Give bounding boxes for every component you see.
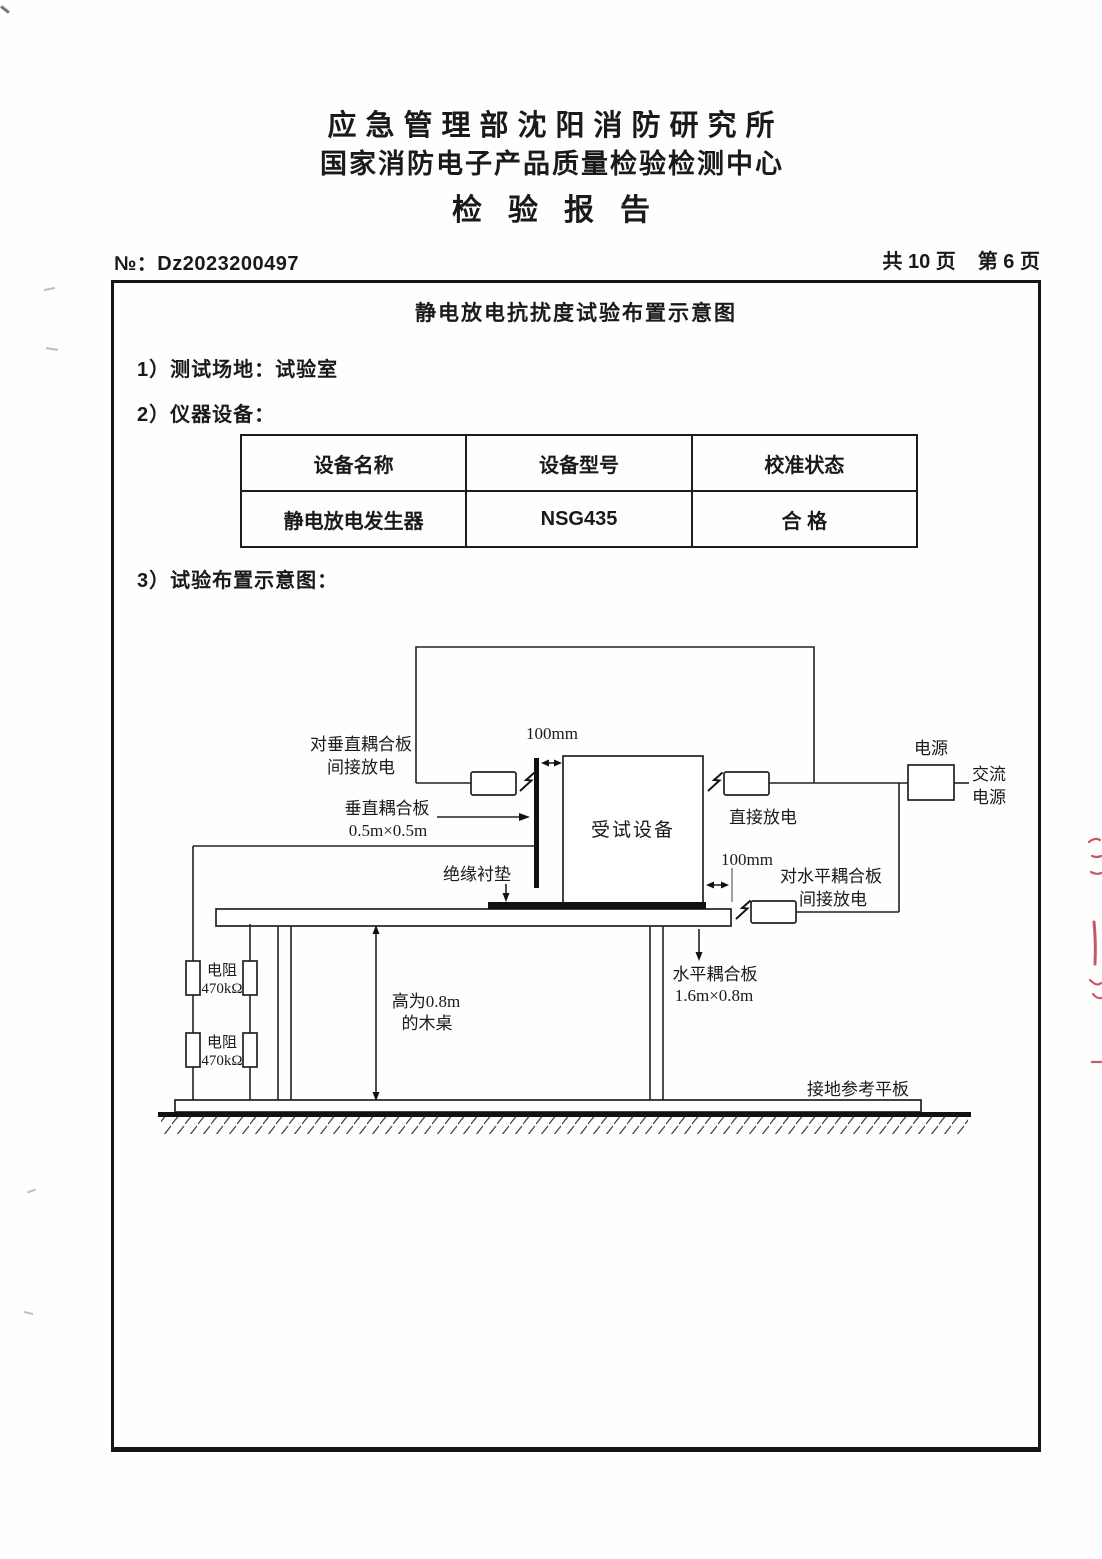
- resistor-name-label: 电阻: [207, 1034, 237, 1051]
- document-number-value: Dz2023200497: [157, 253, 299, 275]
- test-setup-diagram: 受试设备: [158, 646, 1006, 1134]
- table-height-label-2: 的木桌: [402, 1014, 453, 1033]
- resistor: [185, 960, 201, 996]
- hcp-label-1: 水平耦合板: [673, 965, 758, 984]
- scan-artifact: [43, 286, 56, 292]
- equipment-table: 设备名称 设备型号 校准状态 静电放电发生器 NSG435 合 格: [239, 434, 919, 548]
- ground-hatching: [161, 1117, 968, 1134]
- equipment-table-row: 静电放电发生器 NSG435 合 格: [239, 490, 919, 548]
- header-device-model: 设备型号: [465, 434, 693, 492]
- vertical-coupling-plate: [534, 758, 539, 888]
- item-equipment: 2）仪器设备：: [137, 404, 276, 426]
- resistor-value-label: 470kΩ: [201, 1053, 242, 1069]
- resistor: [185, 1032, 201, 1068]
- organization-name: 应急管理部沈阳消防研究所: [327, 110, 784, 142]
- discharge-bolt-icon: [735, 900, 751, 920]
- table-height-label-1: 高为0.8m: [392, 992, 460, 1011]
- discharge-loop-wire: [415, 646, 815, 783]
- hcp-indirect-label-2: 间接放电: [799, 890, 867, 909]
- eut-box: [562, 755, 704, 904]
- header-calibration-status: 校准状态: [690, 434, 919, 492]
- vcp-indirect-label-2: 间接放电: [327, 758, 395, 777]
- page-current: 第 6 页: [977, 251, 1040, 273]
- item-test-site: 1）测试场地：试验室: [137, 359, 339, 381]
- esd-gun-horizontal-coupling: [750, 900, 797, 924]
- gap-top-label: 100mm: [526, 724, 578, 743]
- scan-artifact: [0, 5, 10, 14]
- discharge-bolt-icon: [519, 772, 535, 792]
- resistor-name-label: 电阻: [207, 962, 237, 979]
- item-layout-diagram: 3）试验布置示意图：: [137, 570, 339, 592]
- resistor-value-label: 470kΩ: [201, 981, 242, 997]
- header-device-name: 设备名称: [239, 434, 468, 492]
- hcp-label-2: 1.6m×0.8m: [675, 986, 754, 1005]
- cell-device-name: 静电放电发生器: [239, 490, 468, 548]
- scan-artifact: [23, 1310, 34, 1316]
- document-number-label: №：: [114, 253, 158, 275]
- esd-gun-direct: [723, 771, 770, 796]
- vcp-label-1: 垂直耦合板: [345, 799, 430, 818]
- ground-reference-plate: [174, 1099, 922, 1113]
- scan-artifact: [26, 1188, 37, 1194]
- discharge-bolt-icon: [707, 772, 723, 792]
- cell-device-model: NSG435: [465, 490, 693, 548]
- power-label: 电源: [914, 739, 948, 758]
- content-border-box: 静电放电抗扰度试验布置示意图 1）测试场地：试验室 2）仪器设备： 设备名称 设…: [111, 280, 1041, 1452]
- resistor: [242, 1032, 258, 1068]
- resistor: [242, 960, 258, 996]
- power-supply-box: [907, 764, 955, 801]
- ac-power-label-2: 电源: [972, 788, 1006, 807]
- equipment-table-header-row: 设备名称 设备型号 校准状态: [239, 434, 919, 492]
- direct-discharge-label: 直接放电: [729, 808, 797, 827]
- insulating-mat-label: 绝缘衬垫: [443, 865, 511, 884]
- ac-power-label-1: 交流: [972, 765, 1006, 784]
- vcp-label-2: 0.5m×0.5m: [349, 821, 428, 840]
- vcp-indirect-label-1: 对垂直耦合板: [310, 735, 412, 754]
- hcp-indirect-label-1: 对水平耦合板: [780, 867, 882, 886]
- pages-total: 共 10 页: [882, 251, 956, 273]
- table-top: [215, 908, 732, 927]
- esd-gun-vertical-coupling: [470, 771, 517, 796]
- red-ink-marks: [1087, 837, 1102, 1064]
- report-title: 检验报告: [452, 194, 676, 227]
- test-center-name: 国家消防电子产品质量检验检测中心: [320, 149, 784, 179]
- ground-plate-label: 接地参考平板: [807, 1080, 909, 1099]
- section-title: 静电放电抗扰度试验布置示意图: [415, 302, 737, 325]
- gap-right-label: 100mm: [721, 850, 773, 869]
- pagination: 共 10 页第 6 页: [0, 245, 1040, 274]
- scan-artifact: [45, 347, 59, 351]
- cell-calibration-status: 合 格: [690, 490, 919, 548]
- eut-label: 受试设备: [591, 819, 675, 841]
- insulating-mat: [488, 902, 706, 909]
- document-number: №：Dz2023200497: [114, 247, 299, 276]
- ground-line: [158, 1112, 971, 1117]
